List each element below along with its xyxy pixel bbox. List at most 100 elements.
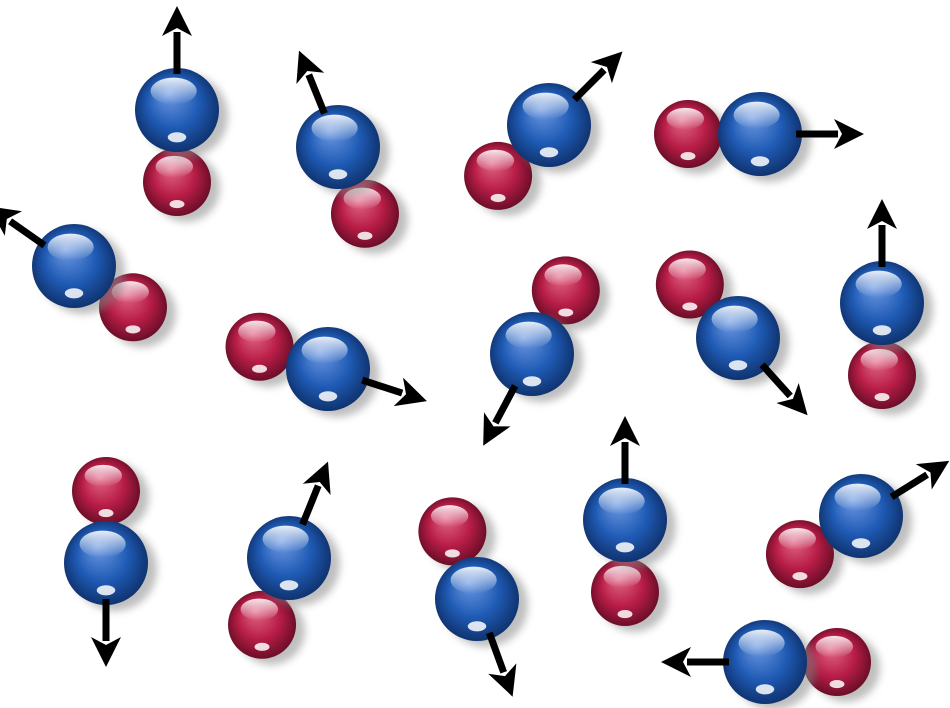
arrow-icon [91, 599, 121, 667]
arrow-icon [299, 461, 331, 526]
molecule-icon [655, 250, 808, 416]
arrow-shaft [571, 67, 607, 103]
blue-atom-highlight [522, 92, 569, 120]
arrow-icon [610, 416, 640, 484]
blue-atom-highlight [450, 566, 497, 594]
arrow-head [661, 647, 691, 677]
molecule-icon [840, 199, 933, 415]
arrow-icon [296, 50, 328, 115]
arrow-head [867, 199, 897, 229]
arrow-shaft [759, 362, 793, 399]
arrow-head [834, 119, 864, 149]
red-atom-glint [680, 152, 696, 161]
blue-atom-glint [522, 376, 542, 387]
red-atom-glint [682, 302, 698, 311]
red-atom-glint [252, 364, 268, 373]
molecule-icon [654, 92, 864, 182]
blue-atom-highlight [311, 114, 358, 142]
blue-atom-glint [167, 132, 187, 143]
molecule-icon [418, 497, 528, 697]
arrow-icon [486, 631, 517, 697]
arrow-head [610, 416, 640, 446]
blue-atom-highlight [79, 530, 126, 558]
red-atom-glint [98, 509, 114, 518]
red-atom-highlight [240, 598, 279, 621]
red-atom-highlight [155, 155, 193, 178]
molecule-icon [483, 256, 609, 446]
blue-atom-glint [872, 325, 892, 336]
arrow-icon [889, 460, 950, 500]
blue-atom-highlight [150, 77, 197, 105]
red-atom-highlight [238, 320, 276, 343]
blue-atom-highlight [711, 305, 758, 333]
blue-atom-glint [96, 585, 116, 596]
molecule-icon [296, 50, 408, 254]
arrow-shaft [889, 471, 930, 500]
arrow-shaft [361, 376, 404, 397]
arrow-shaft [486, 631, 507, 674]
arrow-icon [661, 647, 729, 677]
red-atom-glint [874, 393, 890, 402]
red-atom-glint [490, 193, 506, 203]
red-atom-highlight [860, 348, 898, 371]
arrow-head [296, 50, 325, 84]
arrow-icon [571, 51, 623, 103]
arrow-shaft [8, 218, 47, 249]
blue-atom-glint [755, 684, 775, 695]
blue-atom-glint [750, 156, 770, 167]
arrow-head [488, 663, 517, 697]
red-atom-highlight [603, 565, 641, 588]
arrow-head [483, 412, 511, 446]
molecule-icon [583, 416, 676, 632]
blue-atom-glint [728, 360, 748, 371]
red-atom-highlight [778, 527, 816, 550]
arrow-icon [867, 199, 897, 267]
molecule-icon [661, 620, 880, 708]
arrow-shaft [492, 384, 519, 425]
red-atom-glint [558, 308, 574, 317]
arrow-head [0, 207, 22, 236]
arrow-head [302, 461, 331, 495]
blue-atom-highlight [598, 487, 645, 515]
molecule-icon [464, 51, 623, 216]
red-atom-glint [792, 572, 808, 581]
blue-atom-glint [64, 288, 84, 299]
blue-atom-highlight [733, 101, 780, 129]
blue-atom-glint [279, 580, 299, 591]
blue-atom-glint [615, 542, 635, 553]
red-atom-highlight [544, 264, 582, 287]
molecule-icon [135, 6, 228, 222]
arrow-head [915, 460, 950, 490]
blue-atom-glint [328, 169, 348, 180]
red-atom-highlight [430, 505, 469, 527]
molecule-icon [0, 207, 176, 348]
arrow-shaft [305, 73, 328, 115]
red-atom-glint [829, 680, 845, 689]
red-atom-glint [617, 610, 633, 619]
arrow-icon [0, 207, 47, 249]
arrow-icon [162, 6, 192, 74]
red-atom-glint [357, 231, 373, 240]
red-atom-highlight [84, 464, 122, 487]
red-atom-highlight [666, 107, 704, 130]
red-atom-highlight [476, 149, 515, 172]
arrow-icon [483, 384, 519, 446]
blue-atom-glint [539, 147, 559, 158]
blue-atom-highlight [301, 336, 348, 364]
arrow-icon [361, 376, 427, 407]
blue-atom-highlight [505, 321, 552, 349]
arrow-head [162, 6, 192, 36]
arrow-head [590, 51, 623, 84]
red-atom-highlight [668, 258, 706, 281]
red-atom-highlight [815, 635, 853, 658]
red-atom-glint [254, 642, 270, 651]
arrow-head [91, 637, 121, 667]
blue-atom-glint [318, 391, 338, 402]
arrow-head [393, 377, 427, 407]
arrow-icon [759, 362, 808, 416]
arrow-head [776, 383, 808, 416]
molecule-icon [64, 457, 157, 667]
molecule-icon [765, 460, 950, 595]
blue-atom-highlight [47, 233, 94, 261]
